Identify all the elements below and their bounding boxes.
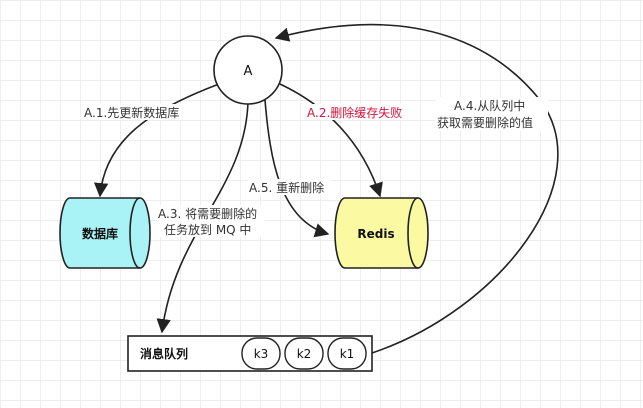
node-redis-label: Redis bbox=[357, 227, 394, 241]
queue-item: k3 bbox=[241, 337, 281, 370]
edge-label-a4-line2: 获取需要删除的值 bbox=[437, 115, 533, 130]
edge-label-a2: A.2.删除缓存失败 bbox=[307, 105, 402, 120]
edge-a1 bbox=[93, 83, 220, 198]
edge-label-a4-line1: A.4.从队列中 bbox=[454, 98, 525, 113]
queue-item: k1 bbox=[327, 337, 367, 370]
node-a: A bbox=[213, 35, 283, 105]
node-database-label: 数据库 bbox=[82, 226, 118, 241]
edge-a2 bbox=[279, 83, 383, 198]
queue-item-label: k1 bbox=[340, 347, 355, 361]
node-redis: Redis bbox=[334, 197, 429, 269]
edge-label-a3-line2: 任务放到 MQ 中 bbox=[164, 222, 251, 237]
queue-label: 消息队列 bbox=[140, 346, 188, 361]
queue-item-label: k2 bbox=[297, 347, 312, 361]
edge-a5 bbox=[264, 99, 330, 238]
edge-label-a1: A.1.先更新数据库 bbox=[84, 105, 179, 120]
node-database: 数据库 bbox=[59, 197, 151, 269]
edge-label-a3-line1: A.3. 将需要删除的 bbox=[158, 206, 257, 221]
queue-item-label: k3 bbox=[254, 347, 269, 361]
queue-item: k2 bbox=[284, 337, 324, 370]
node-a-label: A bbox=[244, 64, 253, 79]
node-queue: 消息队列 k3 k2 k1 bbox=[127, 335, 373, 372]
edge-label-a5: A.5. 重新删除 bbox=[249, 180, 324, 195]
